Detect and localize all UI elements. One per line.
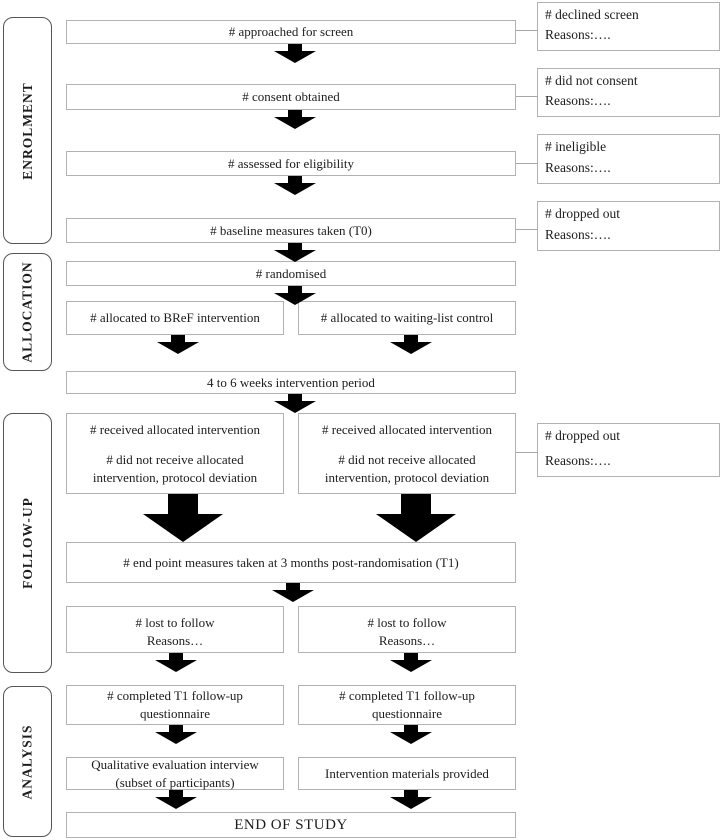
box-eligibility: # assessed for eligibility (66, 151, 516, 176)
box-allocated-intervention: # allocated to BReF intervention (66, 301, 284, 335)
connector-ineligible (516, 163, 538, 164)
box-lost-left: # lost to follow Reasons… (66, 606, 284, 653)
box-declined-reasons: Reasons:…. (545, 26, 611, 42)
box-allocated-control: # allocated to waiting-list control (298, 301, 516, 335)
box-end-of-study-text: END OF STUDY (234, 816, 348, 833)
box-allocated-control-text: # allocated to waiting-list control (320, 310, 494, 326)
box-completed-right-text: # completed T1 follow-up questionnaire (339, 688, 475, 721)
down-arrow-icon (274, 110, 316, 129)
box-qualitative-line1: Qualitative evaluation interview (91, 756, 259, 772)
box-intervention-period: 4 to 6 weeks intervention period (66, 371, 516, 394)
box-no-consent: # did not consent Reasons:…. (537, 68, 720, 117)
box-received-left-line2: # did not receive allocated intervention… (92, 452, 258, 485)
box-approached: # approached for screen (66, 20, 516, 44)
box-lost-right: # lost to follow Reasons… (298, 606, 516, 653)
connector-no-consent (516, 96, 538, 97)
connector-declined (516, 30, 538, 31)
box-received-right: # received allocated intervention # did … (298, 413, 516, 494)
down-arrow-icon (157, 335, 199, 354)
box-qualitative: Qualitative evaluation interview (subset… (66, 757, 284, 790)
box-baseline: # baseline measures taken (T0) (66, 218, 516, 243)
box-randomised: # randomised (66, 261, 516, 286)
down-arrow-icon (274, 243, 316, 262)
box-randomised-text: # randomised (255, 265, 327, 281)
phase-analysis: ANALYSIS (3, 686, 52, 837)
down-arrow-icon (155, 790, 197, 809)
down-arrow-icon (390, 335, 432, 354)
phase-followup: FOLLOW-UP (3, 413, 52, 673)
connector-dropped-baseline (516, 229, 538, 230)
box-no-consent-reasons: Reasons:…. (545, 92, 611, 108)
box-lost-right-line1: # lost to follow (367, 615, 447, 630)
phase-allocation: ALLOCATION (3, 253, 52, 371)
box-ineligible-title: # ineligible (545, 139, 607, 154)
big-down-arrow-icon (376, 494, 456, 542)
box-consent-text: # consent obtained (242, 89, 340, 105)
box-eligibility-text: # assessed for eligibility (227, 155, 354, 171)
down-arrow-icon (155, 725, 197, 744)
box-dropped-out-followup: # dropped out Reasons:…. (537, 423, 720, 477)
down-arrow-icon (274, 394, 316, 413)
box-declined-title: # declined screen (545, 7, 639, 22)
box-dropped2-title: # dropped out (545, 428, 620, 443)
box-completed-left: # completed T1 follow-up questionnaire (66, 685, 284, 725)
down-arrow-icon (155, 653, 197, 672)
phase-followup-label: FOLLOW-UP (19, 497, 35, 589)
down-arrow-icon (390, 790, 432, 809)
box-endpoint-text: # end point measures taken at 3 months p… (123, 554, 459, 570)
box-no-consent-title: # did not consent (545, 73, 638, 88)
box-materials: Intervention materials provided (298, 757, 516, 790)
box-end-of-study: END OF STUDY (66, 812, 516, 838)
phase-analysis-label: ANALYSIS (19, 723, 35, 800)
box-received-right-line1: # received allocated intervention (321, 421, 492, 437)
box-qualitative-text: Qualitative evaluation interview (subset… (67, 756, 283, 791)
box-consent: # consent obtained (66, 84, 516, 110)
box-completed-right: # completed T1 follow-up questionnaire (298, 685, 516, 725)
big-down-arrow-icon (143, 494, 223, 542)
box-materials-text: Intervention materials provided (325, 765, 489, 781)
box-qualitative-line2: (subset of participants) (115, 774, 235, 790)
box-received-left-line1: # received allocated intervention (89, 421, 260, 437)
connector-dropped-followup (516, 452, 538, 453)
box-ineligible: # ineligible Reasons:…. (537, 134, 720, 184)
phase-enrolment-label: ENROLMENT (19, 81, 35, 180)
box-lost-left-line1: # lost to follow (135, 615, 215, 630)
box-approached-text: # approached for screen (228, 24, 354, 40)
box-ineligible-reasons: Reasons:…. (545, 159, 611, 175)
down-arrow-icon (274, 176, 316, 195)
box-lost-right-line2: Reasons… (378, 632, 436, 648)
phase-allocation-label: ALLOCATION (19, 261, 35, 363)
down-arrow-icon (274, 44, 316, 63)
box-baseline-text: # baseline measures taken (T0) (210, 222, 372, 238)
box-received-right-line2: # did not receive allocated intervention… (324, 452, 490, 485)
phase-enrolment: ENROLMENT (3, 17, 52, 244)
box-dropped1-title: # dropped out (545, 206, 620, 221)
box-completed-left-text: # completed T1 follow-up questionnaire (107, 688, 243, 721)
box-endpoint: # end point measures taken at 3 months p… (66, 542, 516, 583)
box-lost-left-line2: Reasons… (146, 632, 204, 648)
box-dropped2-reasons: Reasons:…. (545, 452, 611, 468)
box-allocated-intervention-text: # allocated to BReF intervention (90, 310, 260, 326)
box-dropped-out-baseline: # dropped out Reasons:…. (537, 201, 720, 251)
down-arrow-icon (390, 725, 432, 744)
down-arrow-icon (390, 653, 432, 672)
box-intervention-period-text: 4 to 6 weeks intervention period (207, 374, 375, 390)
box-dropped1-reasons: Reasons:…. (545, 226, 611, 242)
down-arrow-icon (272, 583, 314, 602)
box-received-left: # received allocated intervention # did … (66, 413, 284, 494)
box-declined-screen: # declined screen Reasons:…. (537, 2, 720, 51)
down-arrow-icon (274, 286, 316, 305)
